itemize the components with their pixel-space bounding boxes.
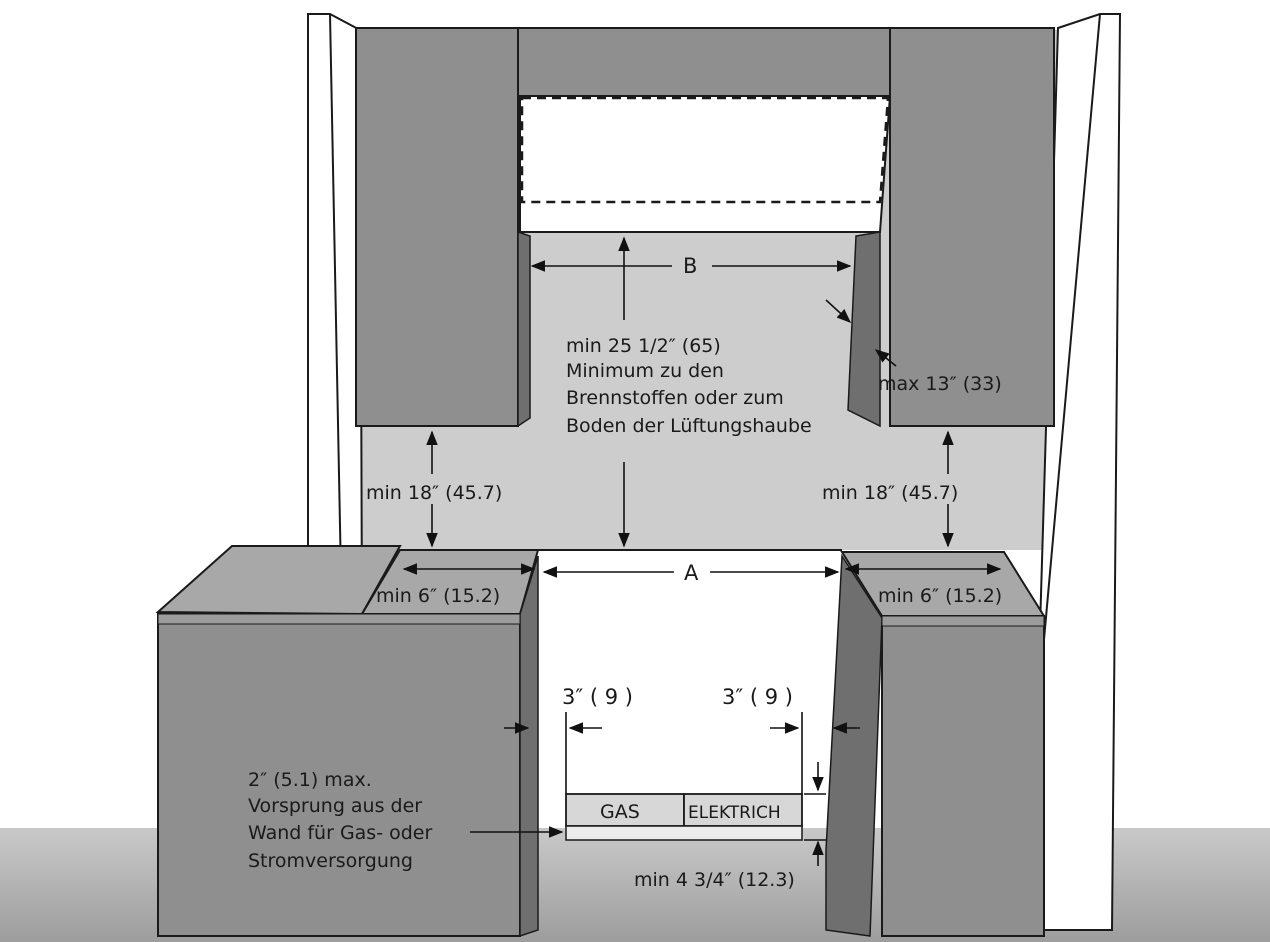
label-projection-4: Stromversorgung	[248, 850, 413, 872]
label-left-offset: 3″ ( 9 )	[562, 685, 633, 709]
label-combustible-3: Brennstoffen oder zum	[566, 387, 784, 409]
label-projection-3: Wand für Gas- oder	[248, 822, 432, 844]
right-base-cabinet	[881, 615, 1045, 937]
dim-depth-bottom	[874, 349, 897, 367]
left-base-cabinet-side	[519, 555, 539, 938]
label-combustible-4: Boden der Lüftungshaube	[566, 415, 812, 437]
upper-left-cabinet	[355, 27, 519, 427]
upper-right-cabinet	[889, 27, 1055, 427]
label-b: B	[683, 254, 697, 278]
right-base-cabinet-side	[825, 553, 883, 937]
label-combustible-2: Minimum zu den	[566, 360, 724, 382]
dim-depth-top	[825, 299, 852, 323]
label-projection-1: 2″ (5.1) max.	[248, 769, 372, 791]
upper-center-cabinet	[517, 27, 891, 97]
label-left-side: min 6″ (15.2)	[376, 585, 500, 607]
label-gas: GAS	[600, 801, 640, 823]
upper-right-cabinet-side	[847, 231, 881, 428]
label-max-depth: max 13″ (33)	[878, 373, 1002, 395]
label-a: A	[684, 561, 699, 585]
label-electric: ELEKTRICH	[688, 803, 781, 823]
label-bottom-height: min 4 3/4″ (12.3)	[634, 869, 795, 891]
label-right-vertical: min 18″ (45.7)	[822, 482, 958, 504]
supply-zone	[565, 825, 803, 841]
electric-box	[683, 793, 803, 827]
left-outer-countertop	[155, 545, 402, 616]
range-hood	[519, 95, 892, 233]
upper-left-cabinet-side	[517, 230, 531, 428]
label-left-vertical: min 18″ (45.7)	[366, 482, 502, 504]
label-projection-2: Vorsprung aus der	[248, 795, 422, 817]
label-combustible-1: min 25 1/2″ (65)	[566, 335, 721, 357]
label-right-offset: 3″ ( 9 )	[722, 685, 793, 709]
hood-dashed-outline	[520, 96, 890, 204]
label-right-side: min 6″ (15.2)	[878, 585, 1002, 607]
